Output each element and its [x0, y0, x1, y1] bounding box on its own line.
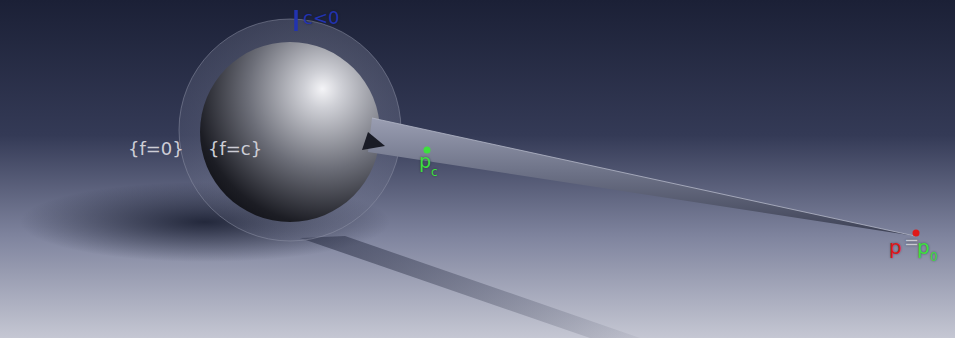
set-label: {f=c}	[208, 140, 262, 158]
inner-sphere	[200, 42, 380, 222]
equals-sign: =	[904, 233, 919, 251]
subscript: c	[431, 166, 438, 178]
level-set-sphere: {f=0}{f=c}	[178, 18, 402, 242]
cone-opening	[362, 132, 385, 150]
outer-sphere	[179, 19, 401, 241]
offset-bar	[294, 10, 298, 31]
cone	[368, 118, 915, 236]
constant-label: c<0	[303, 9, 339, 27]
point-label: p	[917, 237, 930, 257]
point-label: p	[419, 152, 431, 171]
cone-shadow	[300, 236, 640, 338]
level-set-sphere: {f=c}	[200, 42, 380, 222]
sphere-outline	[200, 42, 380, 222]
cone-edge	[372, 118, 915, 236]
point-label: p	[889, 237, 902, 257]
set-label: {f=0}	[128, 140, 184, 158]
subscript: 0	[930, 251, 938, 263]
